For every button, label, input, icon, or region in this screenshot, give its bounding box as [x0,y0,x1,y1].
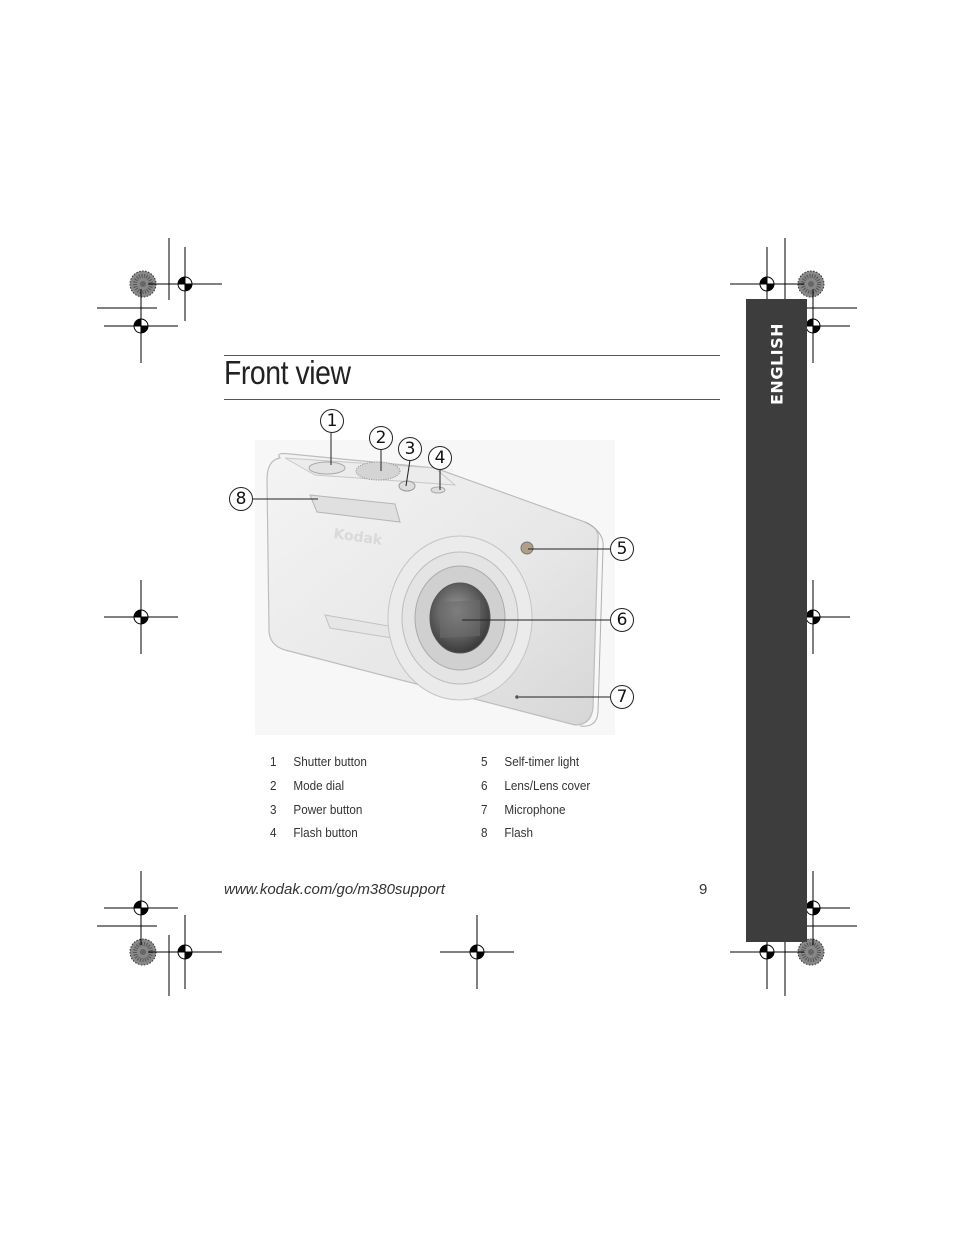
title-rule-top [224,355,720,356]
callout-2: 2 [369,426,393,450]
page-number: 9 [699,881,708,898]
camera-brand-label: Kodak [332,526,383,549]
flash-window [309,494,401,523]
legend-label: Power button [293,802,363,817]
callout-7: 7 [610,685,634,709]
support-url[interactable]: www.kodak.com/go/m380support [224,881,445,898]
self-timer-light [520,541,534,555]
legend-number: 2 [270,778,277,793]
legend-number: 3 [270,802,277,817]
legend-label: Self-timer light [504,754,580,769]
legend-number: 6 [481,778,488,793]
callout-6: 6 [610,608,634,632]
legend-label: Microphone [504,802,566,817]
legend-label: Lens/Lens cover [504,778,591,793]
microphone [515,695,519,699]
legend-number: 5 [481,754,488,769]
camera-illustration: Kodak [255,440,615,735]
legend-number: 8 [481,825,488,840]
mode-dial [355,461,401,481]
legend-number: 1 [270,754,277,769]
language-tab: ENGLISH [746,299,807,942]
callout-4: 4 [428,446,452,470]
legend-label: Flash [504,825,534,840]
callout-5: 5 [610,537,634,561]
callout-8: 8 [229,487,253,511]
shutter-button [308,461,346,475]
page-title: Front view [224,354,351,391]
legend-label: Mode dial [293,778,345,793]
callout-1: 1 [320,409,344,433]
legend-number: 4 [270,825,277,840]
flash-button [430,486,446,494]
legend-label: Flash button [293,825,358,840]
callout-3: 3 [398,437,422,461]
legend-label: Shutter button [293,754,367,769]
legend-number: 7 [481,802,488,817]
title-rule-bottom [224,399,720,400]
